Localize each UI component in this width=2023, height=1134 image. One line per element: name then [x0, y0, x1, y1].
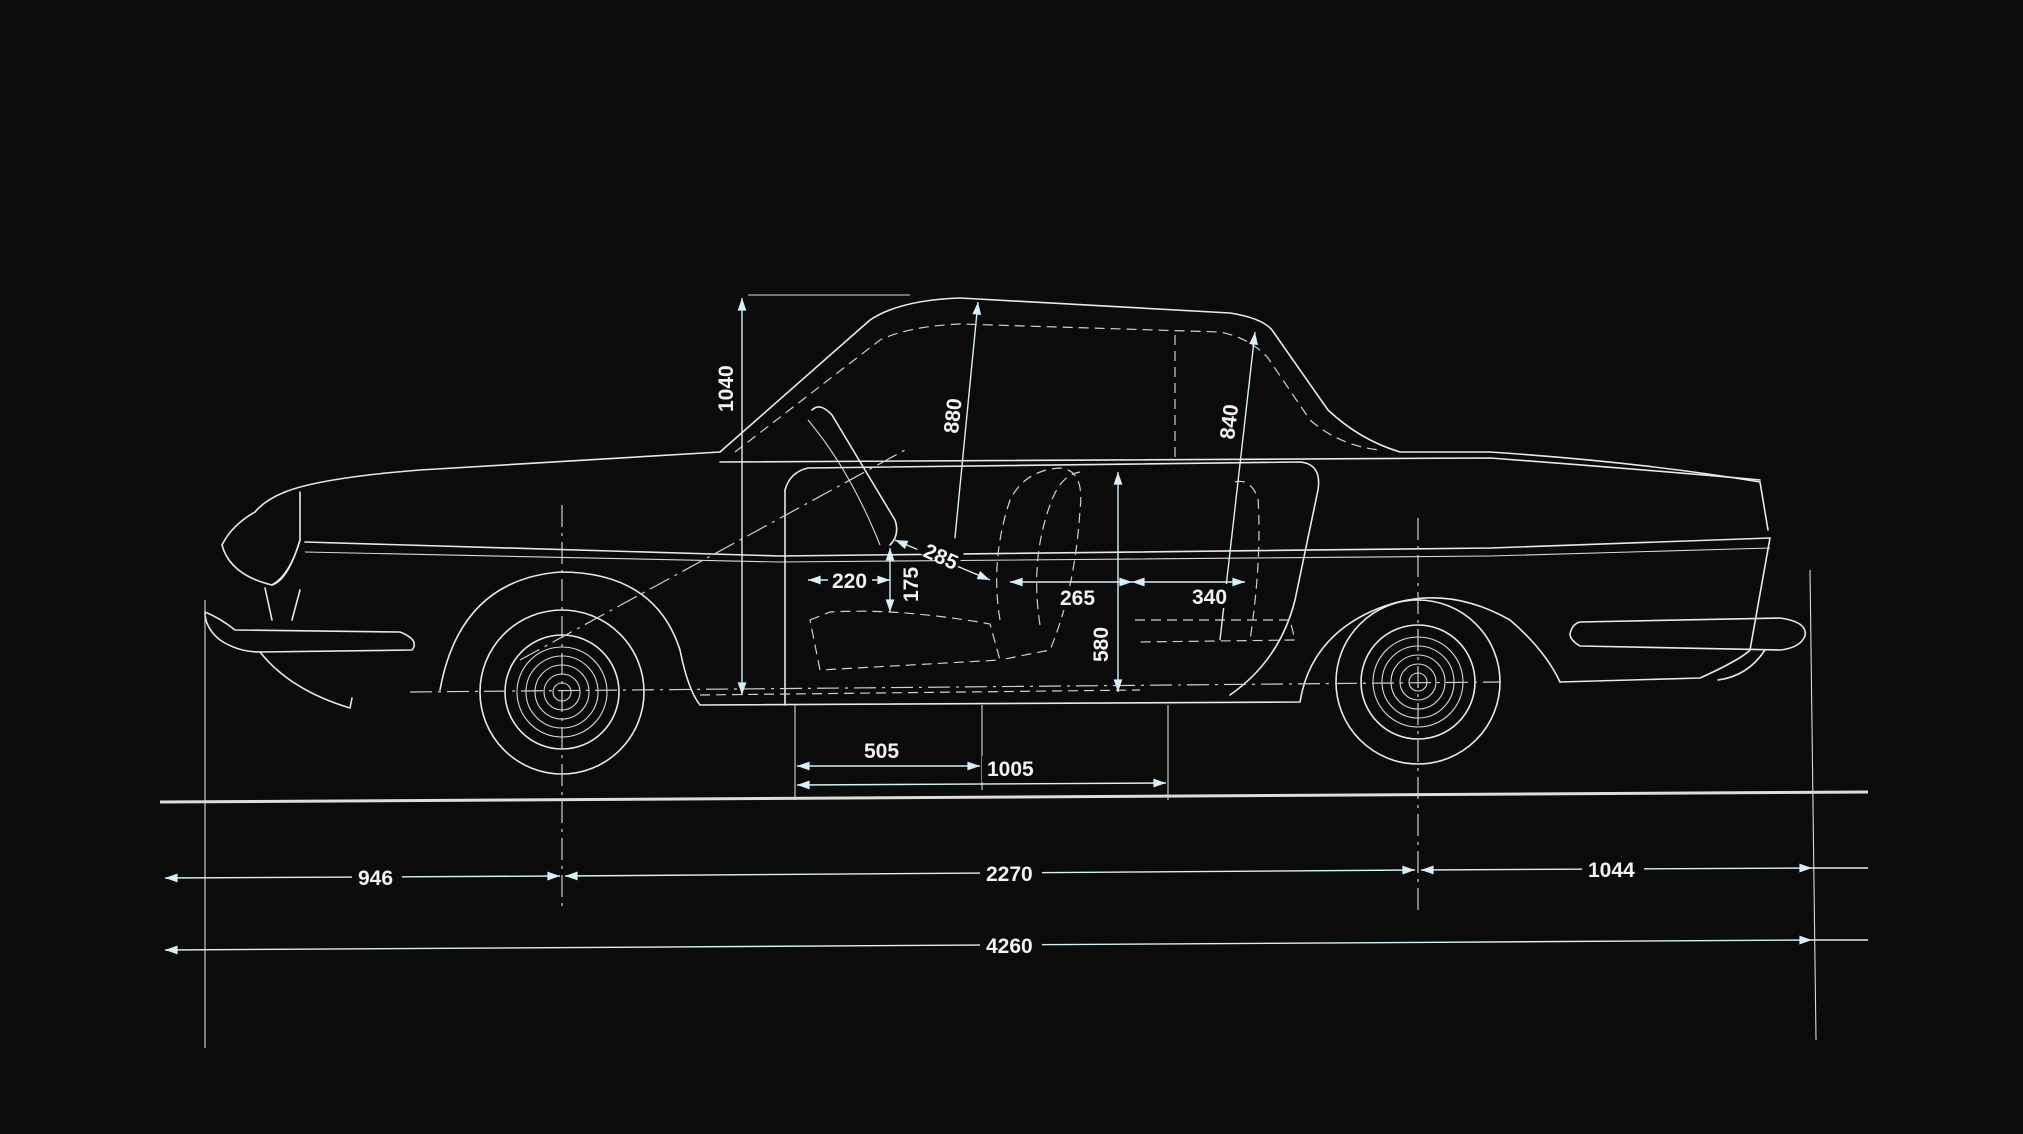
- label-580: 580: [1090, 627, 1113, 662]
- label-840: 840: [1216, 403, 1243, 441]
- ground-line: [159, 790, 1869, 804]
- label-880: 880: [940, 397, 967, 434]
- dimension-labels: 946 2270 1044 4260 505 1005 1040 880 840…: [352, 365, 1644, 958]
- label-1044: 1044: [1588, 859, 1635, 882]
- label-265: 265: [1060, 587, 1095, 610]
- label-1005: 1005: [987, 758, 1034, 781]
- label-340: 340: [1192, 586, 1227, 609]
- label-2270: 2270: [986, 863, 1033, 886]
- label-175: 175: [900, 567, 923, 602]
- label-4260: 4260: [986, 935, 1033, 958]
- label-1040: 1040: [715, 365, 738, 412]
- car-body: [204, 297, 1807, 709]
- dimension-lines: [164, 298, 1868, 955]
- label-946: 946: [358, 867, 393, 890]
- center-lines: [204, 294, 1817, 1048]
- label-220: 220: [832, 570, 867, 593]
- label-505: 505: [864, 740, 899, 763]
